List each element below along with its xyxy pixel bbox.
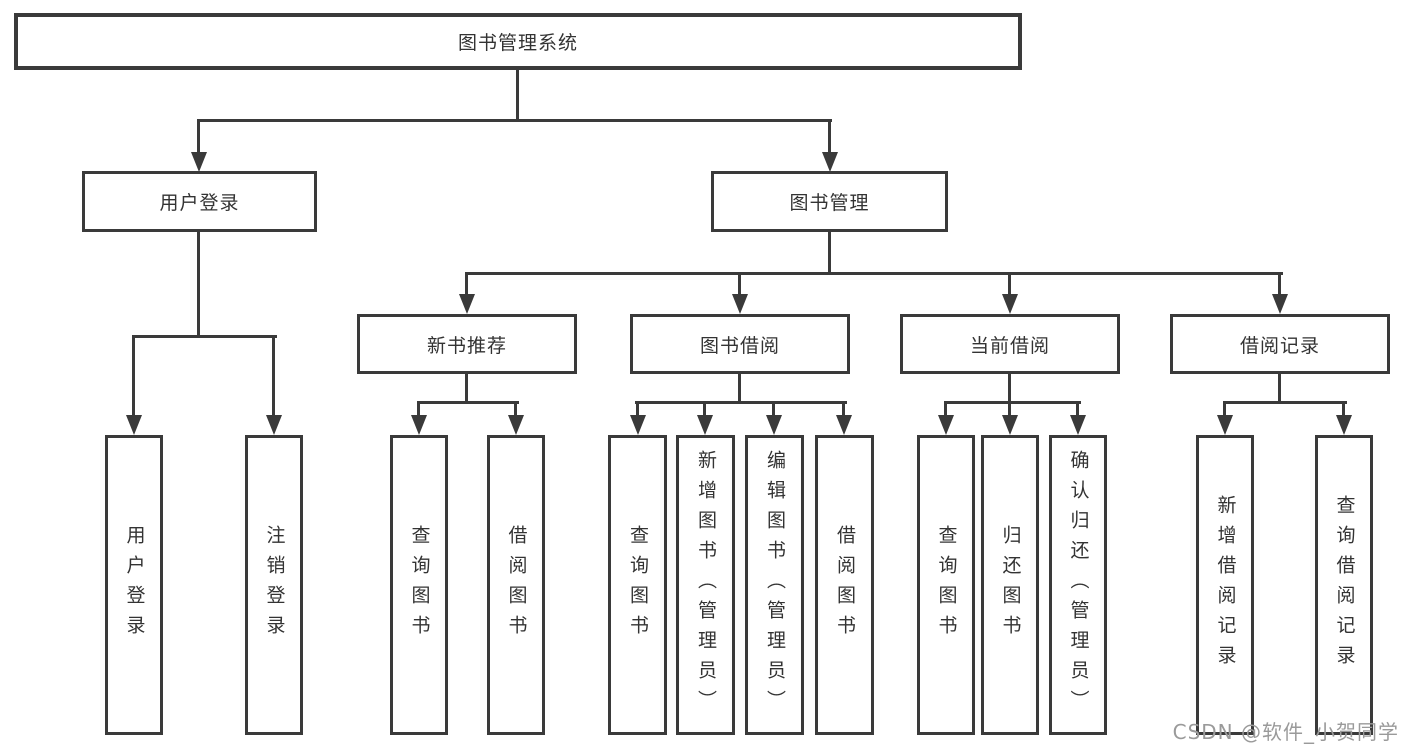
- node-root: 图书管理系统: [14, 13, 1022, 70]
- connector-line: [1278, 374, 1281, 401]
- arrow-down-icon: [1070, 415, 1086, 435]
- arrow-down-icon: [1336, 415, 1352, 435]
- node-leaf-bb-query-books: 查询图书: [608, 435, 667, 735]
- connector-line: [1008, 401, 1011, 417]
- connector-line: [944, 401, 947, 417]
- leaf-label: 用户登录: [123, 525, 146, 645]
- node-current-borrow: 当前借阅: [900, 314, 1120, 374]
- node-leaf-bb-borrow-books: 借阅图书: [815, 435, 874, 735]
- arrow-down-icon: [1217, 415, 1233, 435]
- arrow-down-icon: [1002, 415, 1018, 435]
- arrow-down-icon: [459, 294, 475, 314]
- connector-line: [1008, 374, 1011, 401]
- connector-line: [197, 232, 200, 335]
- connector-bar: [132, 335, 277, 338]
- connector-bar: [635, 401, 847, 404]
- connector-root-drop: [516, 70, 519, 119]
- node-leaf-rec-borrow-books: 借阅图书: [487, 435, 545, 735]
- node-leaf-bb-edit-books-admin: 编辑图书（管理员）: [745, 435, 804, 735]
- connector-line: [738, 374, 741, 401]
- connector-line: [636, 401, 639, 417]
- node-leaf-cb-confirm-return-admin: 确认归还（管理员）: [1049, 435, 1107, 735]
- node-book-management: 图书管理: [711, 171, 948, 232]
- node-new-book-recommend: 新书推荐: [357, 314, 577, 374]
- connector-line: [842, 401, 845, 417]
- connector-line: [465, 272, 468, 295]
- leaf-label: 注销登录: [263, 525, 286, 645]
- node-book-borrow: 图书借阅: [630, 314, 850, 374]
- connector-bar: [1223, 401, 1347, 404]
- connector-bar: [944, 401, 1081, 404]
- leaf-label: 借阅图书: [505, 525, 528, 645]
- connector-line: [417, 401, 420, 417]
- leaf-label: 新增图书（管理员）: [695, 450, 717, 720]
- node-leaf-cb-query-books: 查询图书: [917, 435, 975, 735]
- leaf-label: 查询图书: [935, 525, 958, 645]
- connector-line: [514, 401, 517, 417]
- connector-line: [1223, 401, 1226, 417]
- node-leaf-rec-query-books: 查询图书: [390, 435, 448, 735]
- node-borrow-records: 借阅记录: [1170, 314, 1390, 374]
- leaf-label: 编辑图书（管理员）: [764, 450, 786, 720]
- watermark: CSDN @软件_小贺同学: [1172, 720, 1399, 744]
- connector-line: [465, 374, 468, 401]
- connector-line: [772, 401, 775, 417]
- leaf-label: 借阅图书: [834, 525, 856, 645]
- connector-line: [828, 119, 831, 152]
- arrow-down-icon: [836, 415, 852, 435]
- node-leaf-user-login: 用户登录: [105, 435, 163, 735]
- connector-bar: [417, 401, 519, 404]
- node-leaf-logout: 注销登录: [245, 435, 303, 735]
- connector-line: [1008, 272, 1011, 295]
- arrow-down-icon: [630, 415, 646, 435]
- leaf-label: 查询图书: [408, 525, 431, 645]
- node-leaf-br-query-record: 查询借阅记录: [1315, 435, 1373, 735]
- leaf-label: 查询借阅记录: [1333, 495, 1356, 675]
- node-leaf-br-add-record: 新增借阅记录: [1196, 435, 1254, 735]
- arrow-down-icon: [411, 415, 427, 435]
- connector-bar: [465, 272, 1283, 275]
- leaf-label: 新增借阅记录: [1214, 495, 1237, 675]
- connector-line: [197, 119, 200, 152]
- arrow-down-icon: [126, 415, 142, 435]
- connector-line: [272, 335, 275, 415]
- node-leaf-cb-return-books: 归还图书: [981, 435, 1039, 735]
- connector-line: [1076, 401, 1079, 417]
- arrow-down-icon: [732, 294, 748, 314]
- arrow-down-icon: [508, 415, 524, 435]
- arrow-down-icon: [191, 152, 207, 172]
- arrow-down-icon: [766, 415, 782, 435]
- node-leaf-bb-add-books-admin: 新增图书（管理员）: [676, 435, 735, 735]
- connector-line: [828, 232, 831, 272]
- connector-line: [738, 272, 741, 295]
- arrow-down-icon: [1272, 294, 1288, 314]
- connector-line: [1278, 272, 1281, 295]
- leaf-label: 查询图书: [627, 525, 649, 645]
- connector-line: [132, 335, 135, 415]
- arrow-down-icon: [266, 415, 282, 435]
- node-user-login: 用户登录: [82, 171, 317, 232]
- arrow-down-icon: [1002, 294, 1018, 314]
- connector-line: [1342, 401, 1345, 417]
- connector-root-bar: [197, 119, 832, 122]
- arrow-down-icon: [822, 152, 838, 172]
- arrow-down-icon: [938, 415, 954, 435]
- leaf-label: 归还图书: [999, 525, 1022, 645]
- connector-line: [703, 401, 706, 417]
- leaf-label: 确认归还（管理员）: [1067, 450, 1090, 720]
- arrow-down-icon: [697, 415, 713, 435]
